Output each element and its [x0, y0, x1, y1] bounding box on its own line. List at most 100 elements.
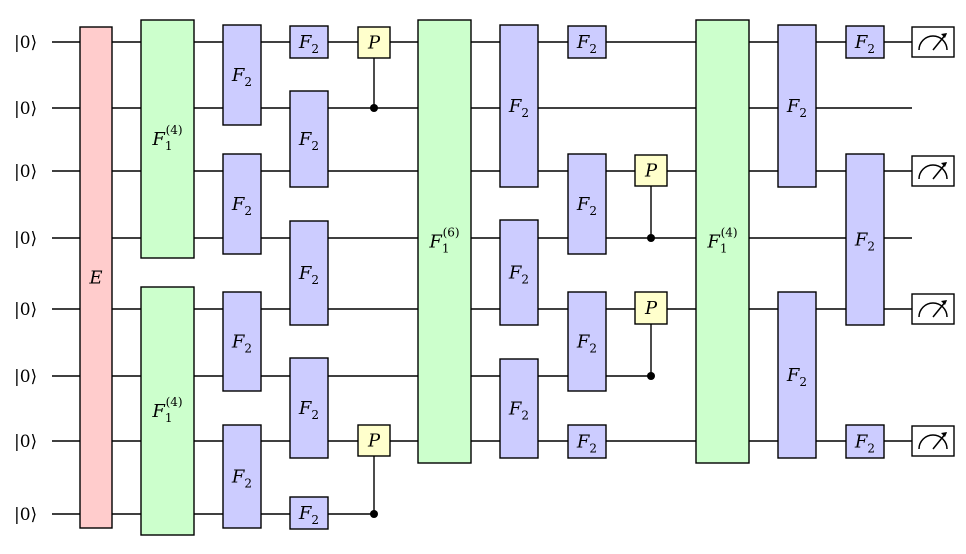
- gate-F2-c2-34: F2: [289, 220, 329, 326]
- gate-F2-c2-56-label-main: F: [298, 398, 313, 419]
- gate-F2-c1-45-label-main: F: [231, 332, 246, 353]
- gate-P-2-control-dot: [370, 510, 378, 518]
- gate-F2-c2-34-label-sub: 2: [311, 273, 319, 287]
- gate-F2-c4-0-box: [567, 25, 607, 59]
- measurements: [911, 26, 955, 457]
- gate-P-2-label-main: P: [367, 431, 381, 452]
- gate-P-3-label: P: [644, 161, 658, 182]
- gate-F1-4-a-label: F1(4): [151, 123, 182, 153]
- gate-F2-c5-46-label-sub: 2: [799, 375, 807, 389]
- gate-F2-c4-6-label-main: F: [576, 432, 591, 453]
- gate-F2-c3-01-box: [499, 24, 539, 188]
- gate-F2-c1-67-label-sub: 2: [244, 477, 252, 491]
- gate-F2-c3-01-label-sub: 2: [521, 106, 529, 120]
- qubit-label-4: |0⟩: [14, 300, 37, 320]
- gate-F2-c2-7-label-main: F: [298, 503, 313, 524]
- gate-P-1-label: P: [367, 33, 381, 54]
- gate-F2-c1-45-box: [222, 291, 262, 392]
- gate-F2-c1-67-box: [222, 424, 262, 529]
- gate-E-label: E: [88, 268, 102, 289]
- gate-F2-c1-67: F2: [222, 424, 262, 529]
- gate-F2-c5-46-label: F2: [786, 365, 807, 389]
- qubit-label-5: |0⟩: [14, 367, 37, 387]
- gate-F2-c1-45-label: F2: [231, 332, 252, 356]
- gate-F2-c2-7-label-sub: 2: [311, 513, 319, 527]
- gate-F2-c4-6-label-sub: 2: [589, 442, 597, 456]
- gate-F2-c1-23-box: [222, 153, 262, 255]
- gate-F2-c3-01-label-main: F: [508, 96, 523, 117]
- gate-F2-c1-67-label: F2: [231, 467, 252, 491]
- gate-F2-c2-12-label-sub: 2: [311, 139, 319, 153]
- gate-P-3-label-main: P: [644, 161, 658, 182]
- gate-F2-c2-0: F2: [289, 25, 329, 59]
- gate-F2-c3-34: F2: [499, 219, 539, 326]
- gate-F2-c2-56: F2: [289, 357, 329, 459]
- qubit-label-1: |0⟩: [14, 99, 37, 119]
- gate-F2-c1-23: F2: [222, 153, 262, 255]
- gate-F2-c6-6-label-main: F: [854, 432, 869, 453]
- gate-F1-4-b-label-sub: 1: [165, 411, 173, 425]
- gate-F1-6-label-main: F: [428, 232, 443, 253]
- gate-F1-4-b-label-sup: (4): [166, 395, 183, 409]
- gate-F2-c2-12-label: F2: [298, 129, 319, 153]
- gate-F2-c2-34-box: [289, 220, 329, 326]
- control-connections: [370, 58, 655, 518]
- qubit-label-7: |0⟩: [14, 505, 37, 525]
- gate-P-4-label: P: [644, 298, 658, 319]
- gate-F1-4-c-label-sup: (4): [721, 226, 738, 240]
- gate-F1-6: F1 (6): [417, 19, 472, 464]
- gate-P-1-box: [357, 26, 391, 59]
- qubit-label-2: |0⟩: [14, 162, 37, 182]
- gate-P-4: P: [634, 291, 668, 325]
- gate-F1-4-c-label: F1(4): [706, 226, 737, 256]
- gate-F2-c4-0-label: F2: [576, 32, 597, 56]
- gate-F2-c4-6-box: [567, 424, 607, 459]
- gate-F2-c6-24-box: [845, 153, 885, 326]
- gate-P-1: P: [357, 26, 391, 59]
- gate-F1-6-box: [417, 19, 472, 464]
- gate-F2-c4-23-label: F2: [576, 194, 597, 218]
- gate-F2-c6-0-label: F2: [854, 32, 875, 56]
- gate-F2-c1-45-label-sub: 2: [244, 342, 252, 356]
- gate-F2-c6-24: F2: [845, 153, 885, 326]
- gate-F2-c3-34-label-main: F: [508, 263, 523, 284]
- gate-F2-c3-56: F2: [499, 358, 539, 459]
- gate-F2-c3-56-label-main: F: [508, 399, 523, 420]
- gate-F2-c5-02-label-main: F: [786, 96, 801, 117]
- gate-F2-c2-34-label: F2: [298, 263, 319, 287]
- gate-F2-c4-45-label-main: F: [576, 332, 591, 353]
- qubit-label-0: |0⟩: [14, 33, 37, 53]
- gate-F1-4-b-label: F1(4): [151, 395, 182, 425]
- gate-F2-c5-02-box: [777, 24, 817, 188]
- gate-E-box: [79, 26, 113, 529]
- gates: EF1(4)F1(4)F2F2F2F2F2F2F2F2F2PPF1(6)F2F2…: [79, 19, 885, 536]
- gate-F2-c5-02-label: F2: [786, 96, 807, 120]
- gate-F2-c4-23-box: [567, 153, 607, 255]
- gate-F2-c4-23-label-sub: 2: [589, 204, 597, 218]
- gate-F1-4-a-label-sup: (4): [166, 123, 183, 137]
- gate-F2-c4-23-label-main: F: [576, 194, 591, 215]
- gate-F2-c6-0-box: [845, 25, 885, 59]
- gate-P-2-label: P: [367, 431, 381, 452]
- gate-F2-c6-24-label-sub: 2: [867, 240, 875, 254]
- gate-F2-c2-7-box: [289, 496, 329, 530]
- measurement-meter-icon-2: [911, 155, 955, 187]
- gate-F2-c4-45-box: [567, 291, 607, 392]
- gate-F1-6-label-sub: 1: [442, 242, 450, 256]
- gate-F2-c6-0: F2: [845, 25, 885, 59]
- gate-F1-4-a-box: [140, 19, 195, 259]
- gate-F2-c6-6-label: F2: [854, 432, 875, 456]
- gate-F2-c4-45-label: F2: [576, 332, 597, 356]
- gate-P-4-box: [634, 291, 668, 325]
- gate-F2-c2-34-label-main: F: [298, 263, 313, 284]
- gate-P-1-label-main: P: [367, 33, 381, 54]
- gate-F1-4-a-label-sub: 1: [165, 139, 173, 153]
- gate-F2-c1-01-label-sub: 2: [244, 75, 252, 89]
- gate-F2-c6-0-label-main: F: [854, 32, 869, 53]
- gate-F1-6-label-sup: (6): [443, 226, 460, 240]
- gate-F2-c3-01: F2: [499, 24, 539, 188]
- gate-F2-c5-02: F2: [777, 24, 817, 188]
- gate-F2-c6-6-label-sub: 2: [867, 442, 875, 456]
- gate-F2-c2-56-label-sub: 2: [311, 408, 319, 422]
- gate-F1-4-c-label-sub: 1: [720, 242, 728, 256]
